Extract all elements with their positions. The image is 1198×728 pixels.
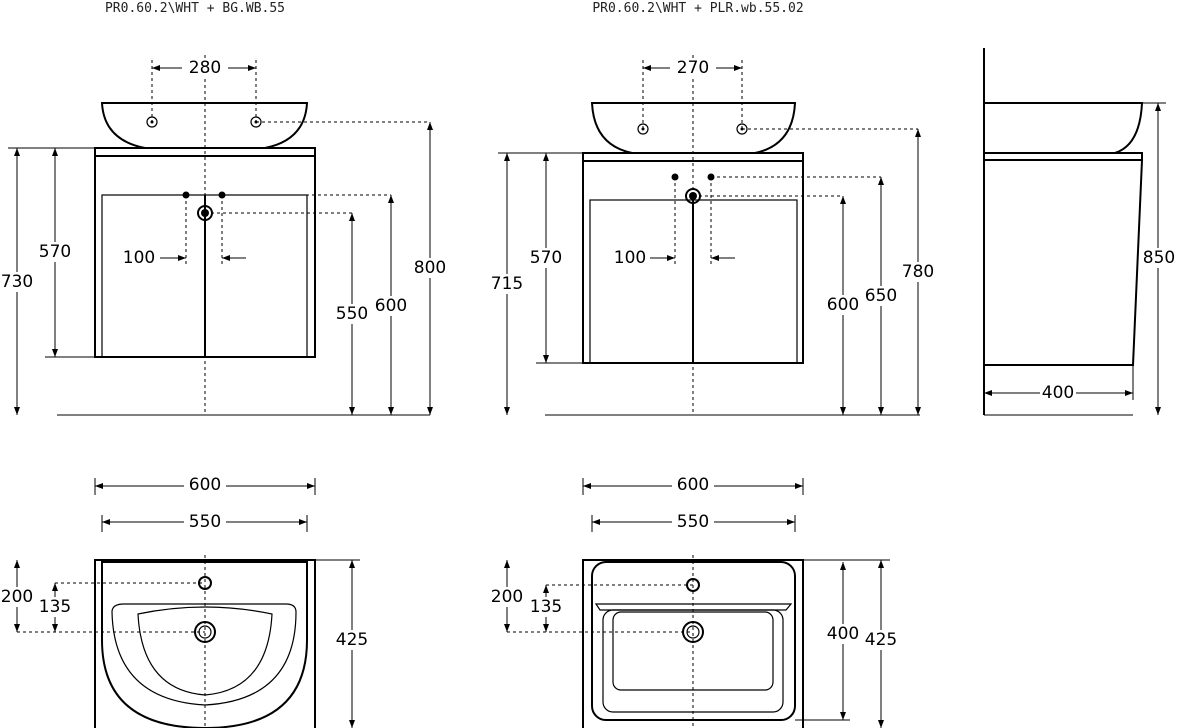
dim-side-depth: 400 xyxy=(1042,383,1074,403)
middle-top-view: 600 550 200 135 400 425 xyxy=(491,475,897,728)
dim-left-tap-offset: 200 xyxy=(1,587,33,607)
dim-middle-tap-spacing: 270 xyxy=(677,58,709,78)
title-middle: PR0.60.2\WHT + PLR.wb.55.02 xyxy=(592,1,803,16)
dim-middle-basin-width: 550 xyxy=(677,512,709,532)
dim-side-height: 850 xyxy=(1143,248,1175,268)
dim-left-basin-width: 550 xyxy=(189,512,221,532)
dim-left-cabinet-height: 570 xyxy=(39,242,71,262)
dim-left-cabinet-width: 600 xyxy=(189,475,221,495)
left-top-view: 600 550 200 135 425 xyxy=(1,475,368,728)
dim-middle-depth: 425 xyxy=(865,630,897,650)
dim-middle-basin-height: 780 xyxy=(902,262,934,282)
dim-middle-tap-center: 100 xyxy=(614,248,646,268)
dim-middle-drain-height: 600 xyxy=(827,295,859,315)
dim-left-depth: 425 xyxy=(336,630,368,650)
dim-left-tap-center: 100 xyxy=(123,248,155,268)
dim-middle-tap-height: 650 xyxy=(865,286,897,306)
dim-middle-cabinet-height: 570 xyxy=(530,248,562,268)
dim-left-tap-spacing: 280 xyxy=(189,58,221,78)
dim-middle-total-height: 715 xyxy=(491,274,523,294)
dim-left-drain-height: 550 xyxy=(336,304,368,324)
dim-left-basin-height: 800 xyxy=(414,258,446,278)
left-front-view: 280 730 570 100 550 600 800 xyxy=(1,55,446,416)
dim-left-tap-height: 600 xyxy=(375,296,407,316)
dim-left-drain-offset: 135 xyxy=(39,597,71,617)
dim-middle-drain-offset: 135 xyxy=(530,597,562,617)
middle-front-view: 270 715 570 100 600 650 780 xyxy=(491,55,934,416)
dim-middle-basin-depth: 400 xyxy=(827,624,859,644)
dim-middle-cabinet-width: 600 xyxy=(677,475,709,495)
dim-middle-tap-offset: 200 xyxy=(491,587,523,607)
dim-left-total-height: 730 xyxy=(1,272,33,292)
side-view: 850 400 xyxy=(983,48,1176,416)
title-left: PR0.60.2\WHT + BG.WB.55 xyxy=(105,1,285,16)
